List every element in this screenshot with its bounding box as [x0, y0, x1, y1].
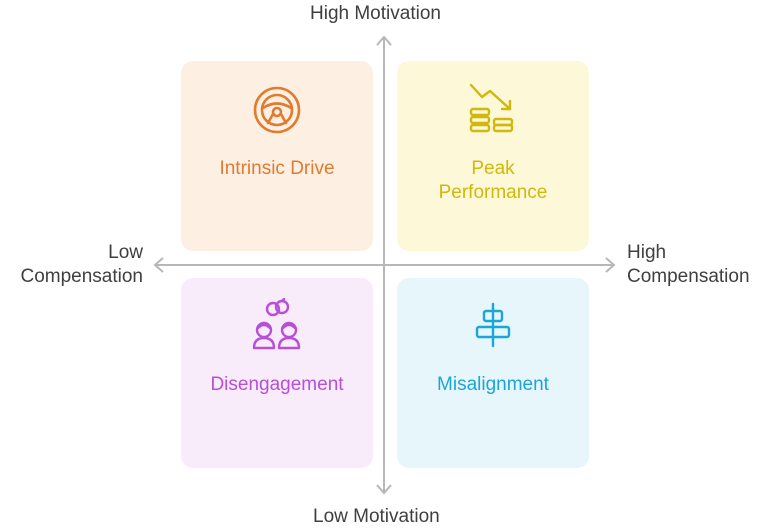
quadrant-misalignment: Misalignment — [397, 278, 589, 468]
axis-label-right-line1: High — [627, 242, 667, 263]
quadrant-intrinsic-drive: Intrinsic Drive — [181, 61, 373, 251]
axis-label-left: Low Compensation — [6, 241, 143, 289]
quadrant-title: Intrinsic Drive — [219, 158, 335, 179]
quadrant-title: Disengagement — [210, 374, 344, 395]
quadrant-peak-performance: Peak Performance — [397, 61, 589, 251]
two-people-icon — [252, 298, 301, 350]
axis-label-top: High Motivation — [310, 3, 441, 24]
quadrant-title-line1: Peak — [471, 158, 515, 179]
coins-down-trend-icon — [469, 83, 514, 133]
quadrant-title: Misalignment — [437, 374, 549, 395]
axis-label-left-line2: Compensation — [20, 266, 143, 287]
axis-label-right: High Compensation — [627, 241, 750, 289]
align-center-icon — [475, 302, 511, 348]
quadrant-title-line2: Performance — [438, 182, 548, 203]
quadrant-disengagement: Disengagement — [181, 278, 373, 468]
steering-wheel-icon — [253, 86, 301, 134]
axis-label-left-line1: Low — [108, 242, 143, 263]
axis-label-right-line2: Compensation — [627, 266, 750, 287]
axis-label-bottom: Low Motivation — [313, 506, 440, 527]
